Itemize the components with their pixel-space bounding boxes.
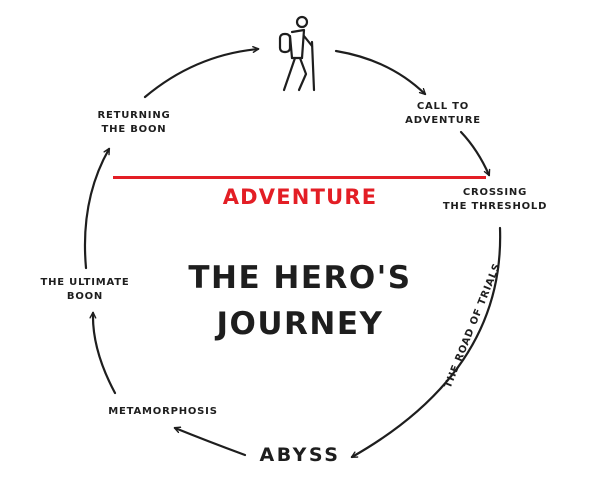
stage-metamorphosis: METAMORPHOSIS (108, 406, 218, 417)
arrow-right-lower (350, 226, 502, 459)
arrow-bottom-left (173, 426, 247, 457)
arrow-left-upper (83, 147, 111, 270)
stage-returning-the-boon: RETURNING THE BOON (97, 110, 171, 135)
arrow-right-upper (459, 130, 491, 177)
stage-call-to-adventure: CALL TO ADVENTURE (405, 101, 481, 126)
arrow-top-left (143, 45, 260, 99)
adventure-divider (113, 176, 486, 179)
adventure-label: ADVENTURE (222, 185, 378, 209)
stage-ultimate-boon: THE ULTIMATE BOON (40, 277, 130, 302)
diagram-title: THE HERO'S JOURNEY (188, 260, 412, 342)
abyss-label: ABYSS (259, 444, 341, 466)
arrow-left-lower (89, 311, 117, 395)
arrow-top-right (334, 49, 427, 96)
stage-crossing-the-threshold: CROSSING THE THRESHOLD (442, 187, 548, 212)
hiker-icon (278, 15, 316, 92)
